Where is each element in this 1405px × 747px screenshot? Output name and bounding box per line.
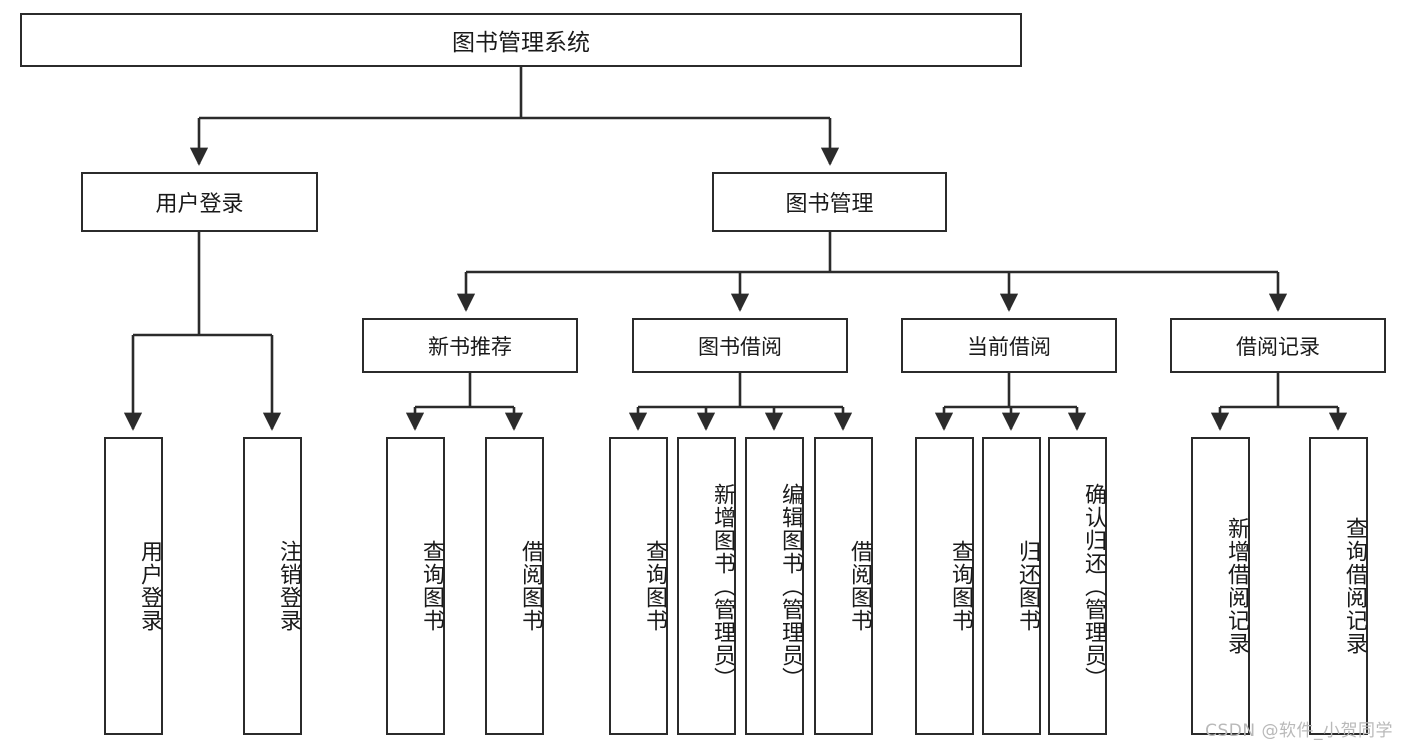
node-borrow-record[interactable]: 借阅记录	[1170, 318, 1386, 373]
node-root[interactable]: 图书管理系统	[20, 13, 1022, 67]
leaf-borrow-book-2[interactable]: 借阅图书	[814, 437, 873, 735]
node-user-login[interactable]: 用户登录	[81, 172, 318, 232]
leaf-user-login-label: 用户登录	[137, 540, 162, 632]
leaf-query-borrow-record-label: 查询借阅记录	[1342, 517, 1367, 655]
leaf-add-borrow-record-label: 新增借阅记录	[1224, 517, 1249, 655]
node-book-borrow[interactable]: 图书借阅	[632, 318, 848, 373]
leaf-edit-book-label: 编辑图书（管理员）	[778, 482, 803, 690]
node-book-management-label: 图书管理	[785, 192, 874, 217]
node-borrow-record-label: 借阅记录	[1236, 334, 1320, 359]
leaf-return-book-label: 归还图书	[1015, 540, 1040, 632]
leaf-query-book-3[interactable]: 查询图书	[915, 437, 974, 735]
leaf-confirm-return[interactable]: 确认归还（管理员）	[1048, 437, 1107, 735]
node-book-borrow-label: 图书借阅	[698, 334, 782, 359]
node-current-borrow[interactable]: 当前借阅	[901, 318, 1117, 373]
leaf-add-book[interactable]: 新增图书（管理员）	[677, 437, 736, 735]
leaf-add-borrow-record[interactable]: 新增借阅记录	[1191, 437, 1250, 735]
leaf-borrow-book-1[interactable]: 借阅图书	[485, 437, 544, 735]
leaf-query-book-1[interactable]: 查询图书	[386, 437, 445, 735]
node-new-book-recommend[interactable]: 新书推荐	[362, 318, 578, 373]
node-book-management[interactable]: 图书管理	[712, 172, 947, 232]
leaf-edit-book[interactable]: 编辑图书（管理员）	[745, 437, 804, 735]
leaf-user-login[interactable]: 用户登录	[104, 437, 163, 735]
leaf-borrow-book-2-label: 借阅图书	[847, 540, 872, 632]
node-root-label: 图书管理系统	[452, 30, 590, 56]
watermark: CSDN @软件_小贺同学	[1205, 721, 1393, 741]
node-current-borrow-label: 当前借阅	[967, 334, 1051, 359]
leaf-query-book-1-label: 查询图书	[419, 540, 444, 632]
leaf-query-book-3-label: 查询图书	[948, 540, 973, 632]
node-user-login-label: 用户登录	[155, 192, 244, 217]
node-new-book-recommend-label: 新书推荐	[428, 334, 512, 359]
leaf-user-logout-label: 注销登录	[276, 540, 301, 632]
leaf-user-logout[interactable]: 注销登录	[243, 437, 302, 735]
leaf-borrow-book-1-label: 借阅图书	[518, 540, 543, 632]
leaf-query-book-2[interactable]: 查询图书	[609, 437, 668, 735]
leaf-add-book-label: 新增图书（管理员）	[710, 482, 735, 690]
leaf-query-borrow-record[interactable]: 查询借阅记录	[1309, 437, 1368, 735]
leaf-confirm-return-label: 确认归还（管理员）	[1081, 482, 1106, 690]
leaf-return-book[interactable]: 归还图书	[982, 437, 1041, 735]
leaf-query-book-2-label: 查询图书	[642, 540, 667, 632]
